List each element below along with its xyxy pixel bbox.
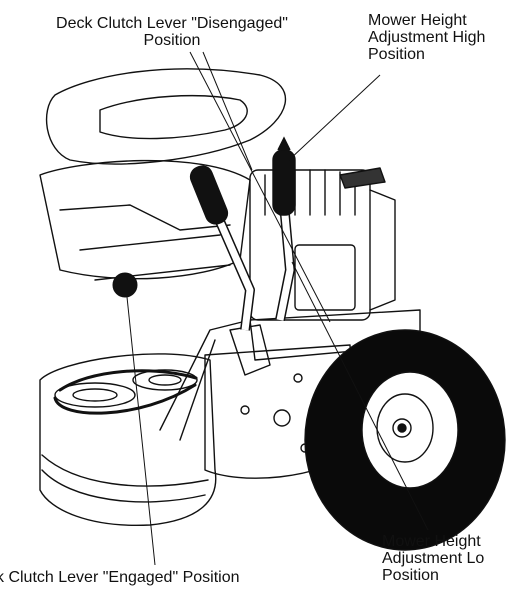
clutch-lever-shaft-face [211, 208, 254, 331]
pulley-center [132, 369, 198, 391]
pulley-left-inner [72, 388, 118, 402]
frame-bolt-1 [240, 405, 250, 415]
deck-rim [41, 469, 206, 503]
seat-inner [99, 95, 248, 140]
height-lever-shaft-face [276, 214, 294, 321]
engine-cover [294, 244, 356, 311]
frame-bolt-2 [293, 373, 303, 383]
label-disengaged-line1: Deck Clutch Lever "Disengaged" [56, 15, 288, 32]
leader-engaged [126, 296, 156, 566]
pulley-left [54, 382, 136, 408]
leader-high [288, 74, 381, 161]
height-lever-tip [277, 136, 291, 151]
deck-rim-2 [41, 454, 209, 487]
leader-low [291, 261, 429, 531]
mower-deck [39, 353, 217, 527]
label-mower-height-high: Mower Height Adjustment High Position [368, 12, 485, 63]
label-low-line2: Adjustment Lo [382, 550, 485, 567]
front-wheel [304, 329, 506, 551]
callout-lines [126, 51, 429, 566]
linkage-rod [159, 319, 251, 431]
label-high-line1: Mower Height [368, 12, 467, 29]
label-high-line3: Position [368, 46, 425, 63]
chassis-bar [79, 234, 221, 251]
chassis-left [59, 204, 231, 231]
label-disengaged-line2: Position [143, 32, 201, 49]
linkage-rod-2 [179, 339, 216, 441]
control-knob [112, 272, 138, 298]
pulley-center-inner [148, 374, 182, 386]
linkage-bracket [229, 324, 271, 376]
engine-cap [339, 167, 386, 189]
label-low-line1: Mower Height [382, 533, 481, 550]
height-lever-grip [272, 149, 296, 216]
label-mower-height-low: Mower Height Adjustment Lo Position [382, 533, 484, 584]
engine-side [369, 189, 396, 311]
wheel-axle-nut [397, 423, 407, 433]
clutch-lever [189, 165, 255, 331]
label-deck-clutch-engaged: ck Clutch Lever "Engaged" Position [0, 569, 240, 586]
label-low-line3: Position [382, 567, 439, 584]
height-lever [272, 136, 296, 321]
leader-disengaged-2 [202, 51, 253, 171]
label-engaged-line1: ck Clutch Lever "Engaged" Position [0, 569, 240, 586]
label-deck-clutch-disengaged: Deck Clutch Lever "Disengaged" Position [2, 15, 342, 49]
leader-disengaged [189, 51, 331, 323]
frame-bolt-3 [273, 409, 291, 427]
clutch-lever-grip [189, 165, 229, 225]
belt [53, 369, 198, 415]
label-high-line2: Adjustment High [368, 29, 486, 46]
seat-outline [45, 68, 287, 165]
